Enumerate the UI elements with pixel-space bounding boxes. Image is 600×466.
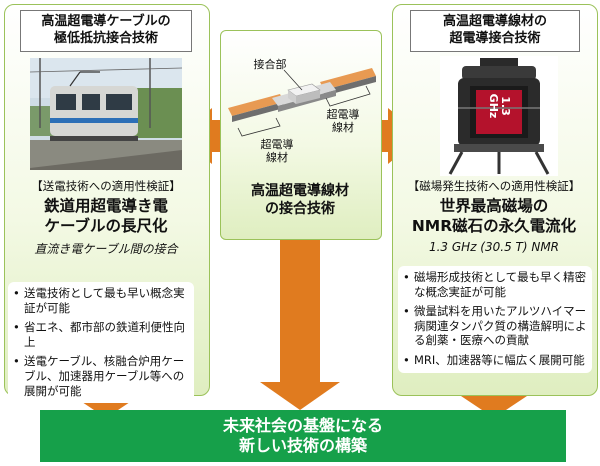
right-panel-bullet-list: 磁場形成技術として最も早く精密な概念実証が可能 微量試料を用いたアルツハイマー病… [402,270,588,368]
arrow-down-right-icon [458,378,530,418]
left-panel-tag: 【送電技術への適用性検証】 [31,179,181,193]
right-panel-heading: 世界最高磁場の NMR磁石の永久電流化 [411,197,577,235]
left-panel-bullet-list: 送電技術として最も早い概念実証が可能 省エネ、都市部の鉄道利便性向上 送電ケーブ… [12,286,190,398]
list-item: 微量試料を用いたアルツハイマー病関連タンパク質の構造解明による創薬・医療への貢献 [403,304,588,348]
right-panel-bullets-box: 磁場形成技術として最も早く精密な概念実証が可能 微量試料を用いたアルツハイマー病… [398,266,592,373]
center-panel-title: 高温超電導線材 の接合技術 [251,183,349,217]
list-item: MRI、加速器等に幅広く展開可能 [403,353,588,368]
wire-label-left: 超電導 線材 [260,138,294,164]
magnet-label: 1.3 GHz [487,93,512,119]
list-item: 送電技術として最も早い概念実証が可能 [13,286,190,315]
list-item: 送電ケーブル、核融合炉用ケーブル、加速器用ケーブル等への展開が可能 [13,354,190,398]
right-panel-title: 高温超電導線材の 超電導接合技術 [410,10,580,52]
arrow-down-center-icon [260,240,340,410]
right-panel-tag: 【磁場発生技術への適用性検証】 [407,179,581,193]
right-panel-subtitle: 1.3 GHz (30.5 T) NMR [428,240,560,254]
wire-label-right: 超電導 線材 [326,108,360,134]
nmr-magnet-image [440,56,558,176]
train-photo [30,58,182,170]
list-item: 省エネ、都市部の鉄道利便性向上 [13,320,190,349]
list-item: 磁場形成技術として最も早く精密な概念実証が可能 [403,270,588,299]
left-panel-heading: 鉄道用超電導き電 ケーブルの長尺化 [43,197,168,235]
joint-label: 接合部 [253,58,287,71]
bottom-banner: 未来社会の基盤になる 新しい技術の構築 [40,410,566,462]
left-panel-title: 高温超電導ケーブルの 極低抵抗接合技術 [20,10,192,52]
wire-joint-illustration [228,68,376,137]
left-panel-bullets-box: 送電技術として最も早い概念実証が可能 省エネ、都市部の鉄道利便性向上 送電ケーブ… [8,282,194,404]
left-panel-subtitle: 直流き電ケーブル間の接合 [34,242,178,256]
